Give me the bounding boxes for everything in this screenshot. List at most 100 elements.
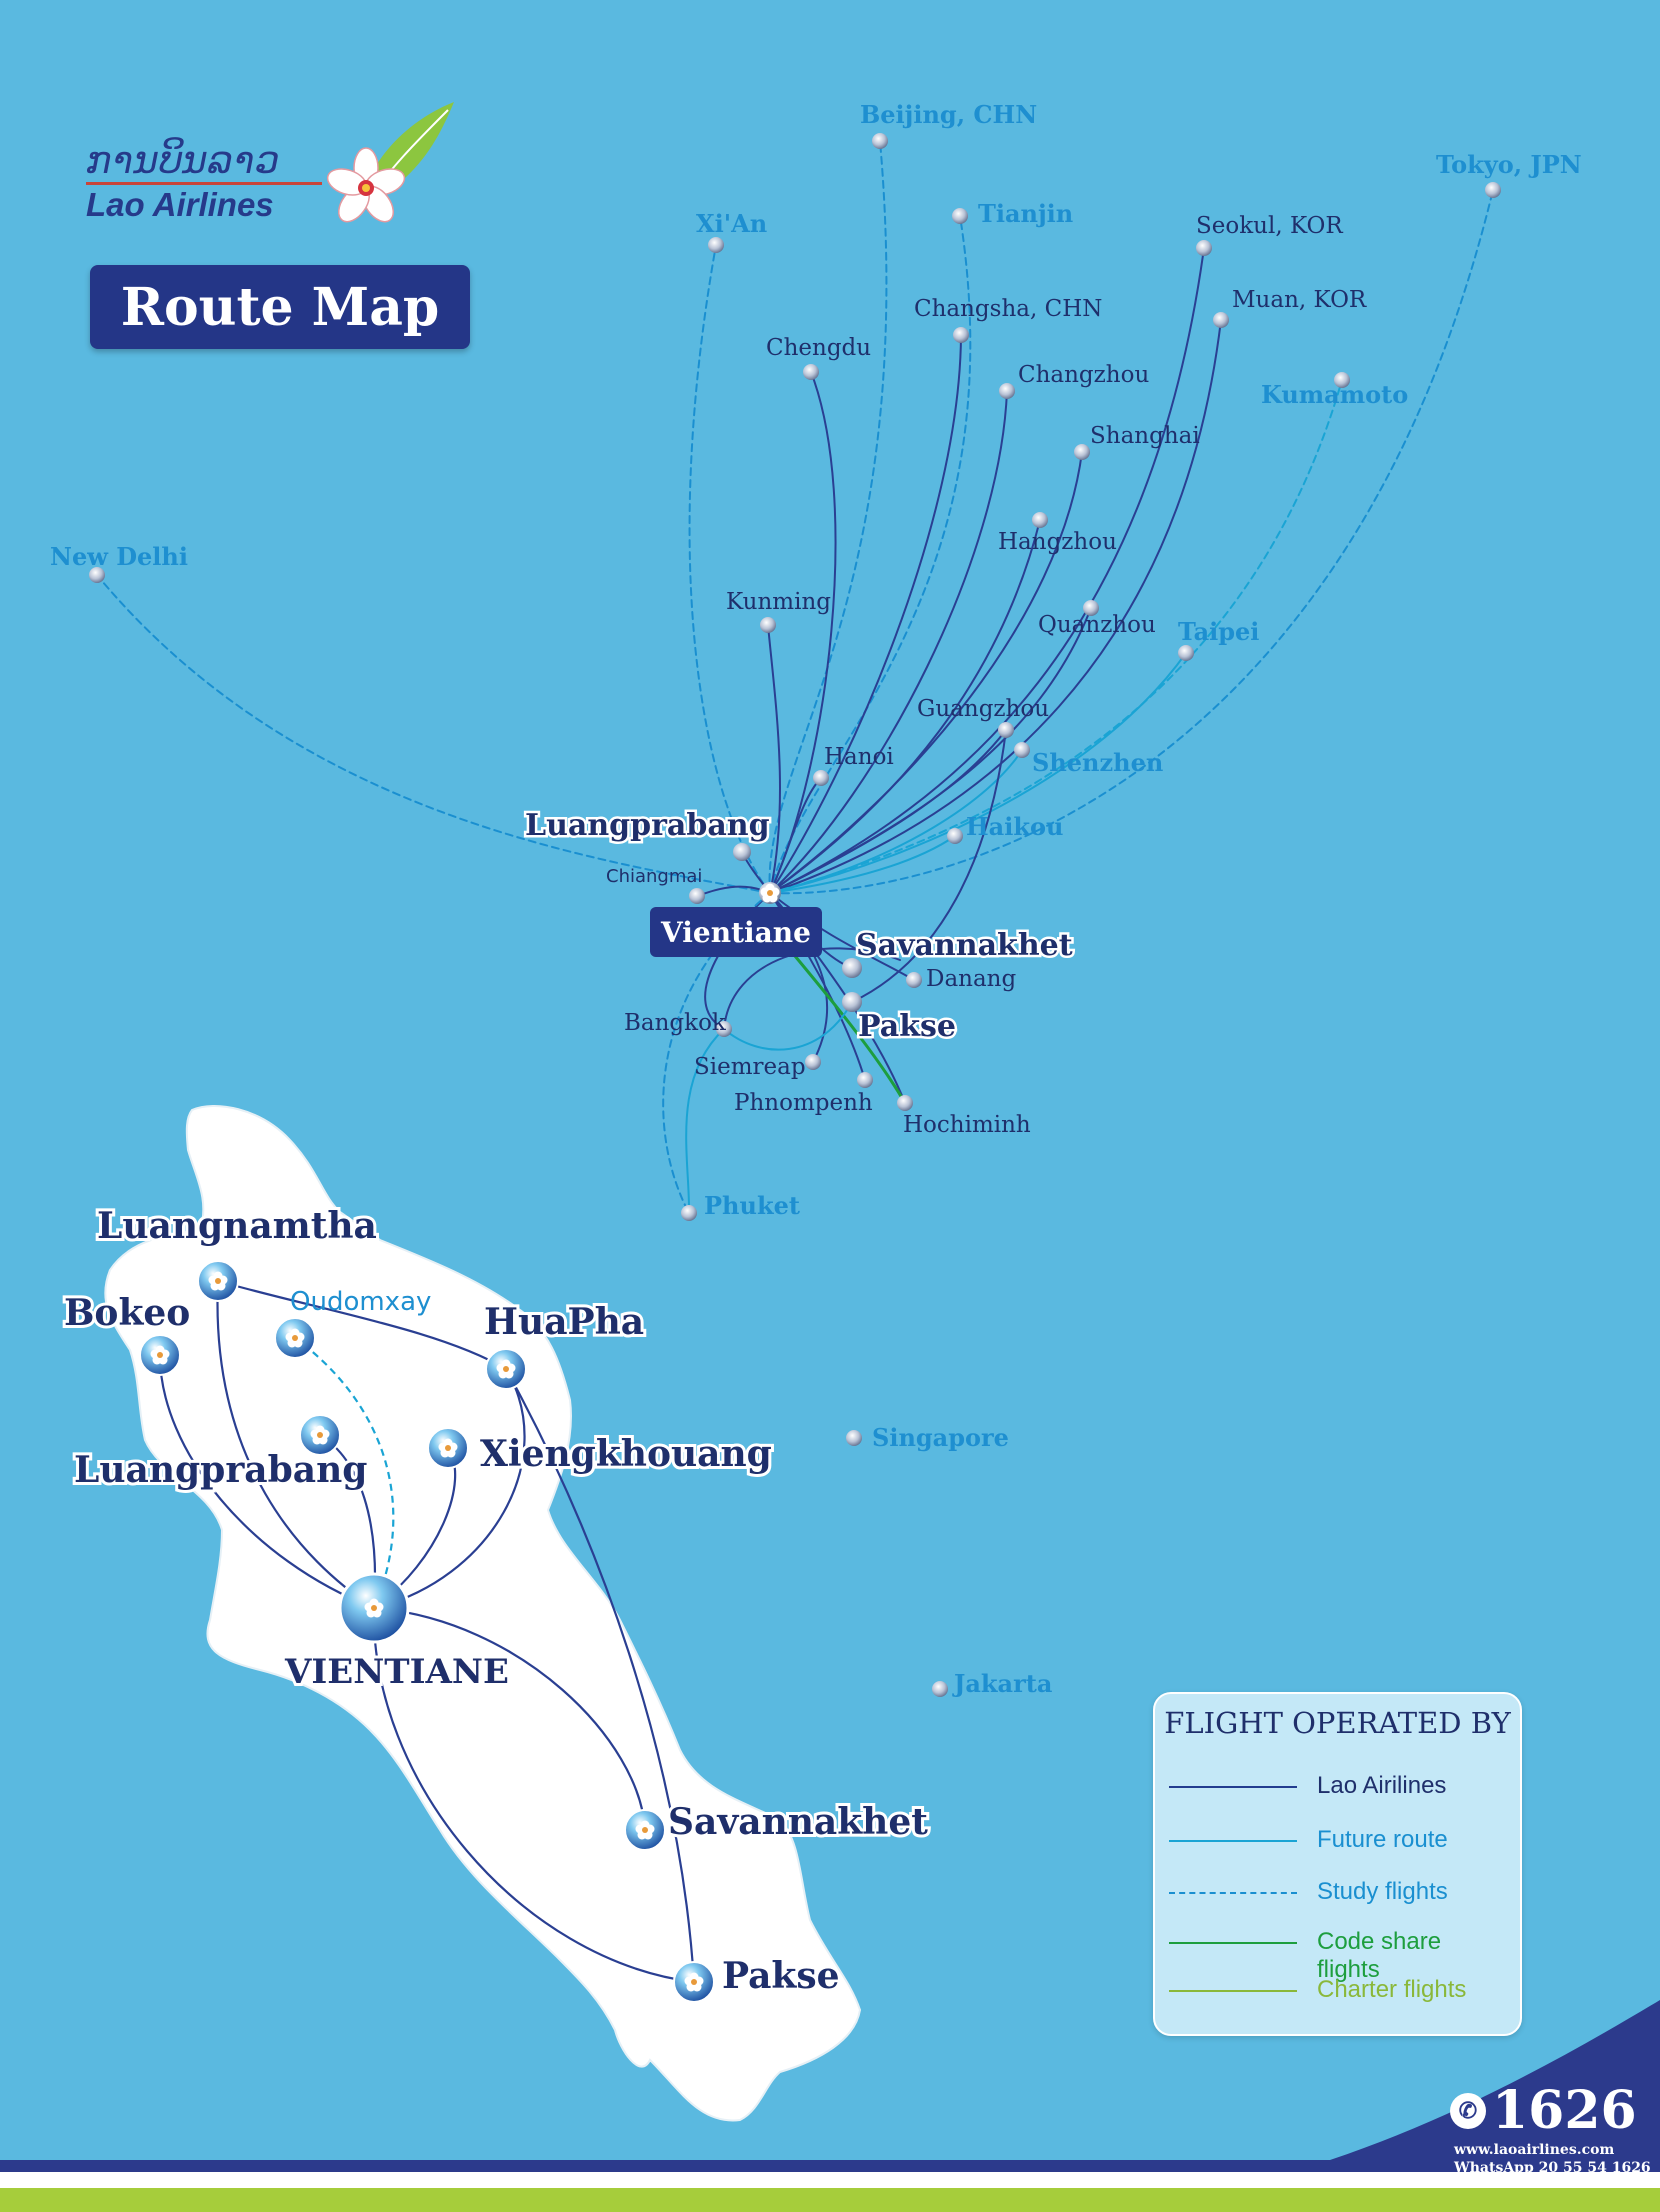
- label-beijing: Beijing, CHN: [860, 100, 1037, 129]
- label-kunming: Kunming: [726, 589, 831, 615]
- label-changzhou: Changzhou: [1018, 362, 1149, 388]
- label-changsha: Changsha, CHN: [914, 296, 1102, 322]
- label-hochiminh: Hochiminh: [903, 1112, 1031, 1138]
- legend-label: Study flights: [1317, 1878, 1448, 1905]
- dom-label-bokeo: Bokeo: [64, 1292, 190, 1334]
- dot-jakarta: [932, 1681, 948, 1697]
- dom-label-vientiane: VIENTIANE: [284, 1652, 509, 1692]
- dot-shenzhen: [1014, 742, 1030, 758]
- route-hanoi: [769, 777, 822, 894]
- dom-route-huapha: [373, 1368, 526, 1610]
- dom-label-huapha: HuaPha: [484, 1301, 644, 1343]
- dot-phuket: [681, 1205, 697, 1221]
- dom-label-luangnamtha: Luangnamtha: [97, 1205, 377, 1247]
- dot-phnompenh: [857, 1072, 873, 1088]
- dot-pakse: [842, 992, 862, 1012]
- dom-route-huapha-pakse: [505, 1368, 696, 1983]
- label-jakarta: Jakarta: [952, 1669, 1052, 1698]
- logo-underline: [86, 182, 322, 185]
- dot-danang: [906, 972, 922, 988]
- dot-singapore: [846, 1430, 862, 1446]
- label-quanzhou: Quanzhou: [1038, 612, 1156, 638]
- dom-route-savannakhet: [373, 1606, 647, 1831]
- legend-title: FLIGHT OPERATED BY: [1164, 1706, 1511, 1740]
- label-chengdu: Chengdu: [766, 335, 871, 361]
- route-haikou: [769, 835, 956, 894]
- label-chiangmai: Chiangmai: [606, 866, 702, 887]
- route-phuket-b: [685, 1028, 725, 1214]
- dot-hangzhou: [1032, 512, 1048, 528]
- route-beijing: [768, 140, 888, 894]
- dom-label-oudomxay: Oudomxay: [290, 1287, 431, 1317]
- label-guangzhou: Guangzhou: [917, 696, 1049, 722]
- label-hanoi: Hanoi: [824, 744, 894, 770]
- label-xian: Xi'An: [696, 209, 767, 238]
- website-link[interactable]: www.laoairlines.com: [1454, 2142, 1615, 2158]
- dot-hochiminh: [897, 1095, 913, 1111]
- label-siemreap: Siemreap: [694, 1054, 806, 1080]
- dot-siemreap: [805, 1054, 821, 1070]
- route-xian: [688, 244, 771, 894]
- route-bangkok-pakse: [723, 1001, 853, 1051]
- dot-savannakhet: [842, 958, 862, 978]
- label-haikou: Haikou: [966, 812, 1063, 841]
- dot-quanzhou: [1083, 600, 1099, 616]
- footer-band-white: [0, 2172, 1660, 2188]
- logo-english-text: Lao Airlines: [86, 186, 274, 223]
- route-codeshare-hcm: [788, 948, 907, 1105]
- label-shenzhen: Shenzhen: [1032, 748, 1163, 777]
- label-newdelhi: New Delhi: [50, 542, 188, 571]
- dot-muan: [1213, 312, 1229, 328]
- champa-flower-icon: [326, 102, 454, 223]
- domestic-dots: [139, 1260, 715, 2003]
- dot-changsha: [953, 327, 969, 343]
- label-phuket: Phuket: [704, 1191, 800, 1220]
- dot-kumamoto: [1334, 372, 1350, 388]
- dom-label-xiengkhouang: Xiengkhouang: [480, 1433, 772, 1475]
- route-guangzhou-pakse: [851, 729, 1007, 1003]
- label-savannakhet-intl: Savannakhet: [856, 928, 1073, 963]
- label-tokyo: Tokyo, JPN: [1436, 150, 1582, 179]
- route-seoul: [769, 247, 1205, 894]
- dot-tianjin: [952, 208, 968, 224]
- domestic-labels: Luangnamtha Oudomxay Bokeo HuaPha Luangp…: [61, 1202, 931, 2000]
- dom-route-bokeo: [158, 1354, 375, 1610]
- dom-route-luangnamtha-huapha: [217, 1279, 507, 1370]
- dot-kunming: [760, 617, 776, 633]
- international-labels: Beijing, CHN Tianjin Tokyo, JPN Xi'An Se…: [50, 100, 1582, 1698]
- label-tianjin: Tianjin: [978, 199, 1073, 228]
- route-muan: [769, 319, 1222, 894]
- legend-label: Lao Airilines: [1317, 1772, 1447, 1799]
- legend-label: Code share flights: [1317, 1928, 1442, 1983]
- legend-swatch: [1169, 1990, 1297, 1992]
- legend-item-future-route: Future route: [1169, 1826, 1509, 1856]
- legend-item-lao-airlines: Lao Airilines: [1169, 1772, 1509, 1802]
- international-dots: [89, 133, 1501, 1697]
- route-kunming: [767, 624, 781, 894]
- dot-newdelhi: [89, 567, 105, 583]
- dot-beijing: [872, 133, 888, 149]
- dot-haikou: [947, 828, 963, 844]
- label-muan: Muan, KOR: [1232, 287, 1367, 313]
- legend-item-charter: Charter flights: [1169, 1976, 1509, 2006]
- dom-route-luangnamtha: [216, 1280, 375, 1609]
- phone-icon: ✆: [1450, 2092, 1486, 2129]
- dom-label-luangprabang: Luangprabang: [74, 1449, 367, 1491]
- route-changzhou: [769, 390, 1008, 894]
- hotline: ✆ 1626: [1450, 2080, 1637, 2141]
- logo-lao-text: ການບິນລາວ: [86, 138, 281, 182]
- legend-swatch: [1169, 1892, 1297, 1894]
- route-guangzhou: [769, 729, 1007, 894]
- dot-chengdu: [803, 364, 819, 380]
- label-taipei: Taipei: [1178, 617, 1259, 646]
- page-title: Route Map: [120, 276, 440, 338]
- legend-item-study-flights: Study flights: [1169, 1878, 1509, 1908]
- dot-chiangmai: [689, 888, 705, 904]
- route-newdelhi: [96, 574, 771, 894]
- legend-swatch: [1169, 1942, 1297, 1944]
- whatsapp-number: WhatsApp 20 55 54 1626: [1454, 2160, 1651, 2176]
- dom-route-pakse: [372, 1607, 695, 1984]
- dom-label-savannakhet: Savannakhet: [668, 1801, 928, 1843]
- hotline-number: 1626: [1492, 2080, 1637, 2141]
